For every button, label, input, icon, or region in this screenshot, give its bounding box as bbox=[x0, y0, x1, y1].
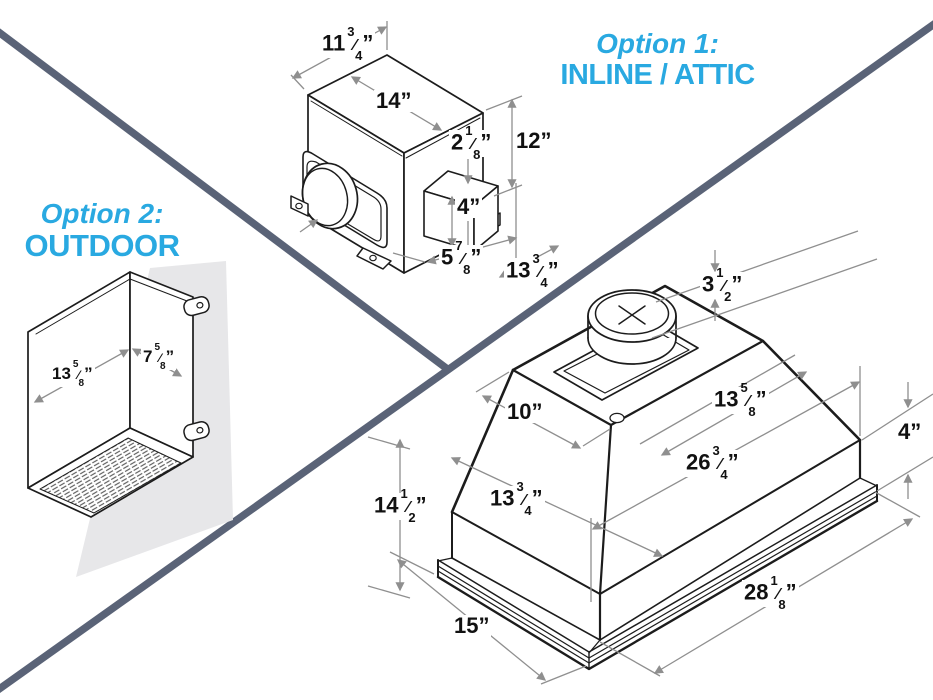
dim-label-inline-height: 12” bbox=[514, 128, 554, 153]
option1-title: Option 1: bbox=[596, 28, 719, 59]
option1-subtitle: INLINE / ATTIC bbox=[560, 59, 755, 92]
mounting-bracket-bottom bbox=[183, 420, 210, 442]
top-screw-hole bbox=[609, 412, 625, 424]
option2-title: Option 2: bbox=[40, 198, 164, 229]
dim-label-hood-top-width: 10” bbox=[505, 399, 545, 424]
dim-label-hood-body-height: 4” bbox=[896, 419, 924, 444]
dim-label-inline-width: 14” bbox=[374, 88, 414, 113]
outdoor-blower-drawing bbox=[27, 261, 233, 577]
hood-insert-drawing bbox=[436, 284, 879, 671]
divider-lines bbox=[0, 20, 933, 694]
mounting-bracket-top bbox=[183, 295, 210, 317]
divider-main-diagonal bbox=[0, 20, 933, 694]
hood-dim-lines bbox=[367, 230, 933, 685]
option2-heading: Option 2: OUTDOOR bbox=[16, 198, 188, 264]
option1-heading: Option 1: INLINE / ATTIC bbox=[530, 28, 785, 92]
divider-top-left bbox=[0, 28, 453, 374]
dim-label-inline-jbox-height: 4” bbox=[455, 194, 483, 219]
option2-subtitle: OUTDOOR bbox=[24, 228, 180, 264]
intake-grille bbox=[39, 437, 182, 514]
dim-label-hood-outer-depth: 15” bbox=[452, 613, 492, 638]
